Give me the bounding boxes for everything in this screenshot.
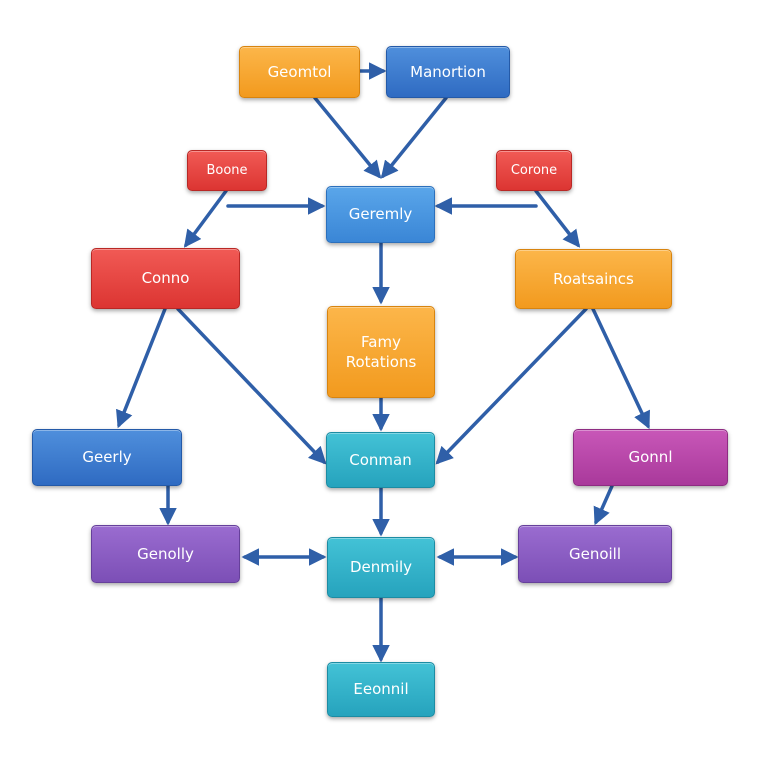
node-conman: Conman (326, 432, 435, 488)
node-genoill: Genoill (518, 525, 672, 583)
node-geomtol: Geomtol (239, 46, 360, 98)
node-denmily: Denmily (327, 537, 435, 598)
edge-boone-conno (183, 189, 228, 248)
node-genolly: Genolly (91, 525, 240, 583)
node-boone: Boone (187, 150, 267, 191)
node-eeonnil: Eeonnil (327, 662, 435, 717)
edge-geomtol-geremly (313, 96, 382, 179)
node-famy-rotations: Famy Rotations (327, 306, 435, 398)
node-geremly: Geremly (326, 186, 435, 243)
edge-corone-roatsaincs (534, 189, 581, 248)
node-corone: Corone (496, 150, 572, 191)
edge-gonnl-genoill (593, 484, 614, 526)
edge-conno-geerly (116, 307, 167, 429)
node-geerly: Geerly (32, 429, 182, 486)
edge-manortion-geremly (380, 96, 448, 179)
node-manortion: Manortion (386, 46, 510, 98)
edge-roatsaincs-gonnl (591, 307, 650, 430)
node-gonnl: Gonnl (573, 429, 728, 486)
node-conno: Conno (91, 248, 240, 309)
node-roatsaincs: Roatsaincs (515, 249, 672, 309)
edge-roatsaincs-conman (435, 307, 588, 465)
edge-conno-conman (176, 307, 327, 465)
